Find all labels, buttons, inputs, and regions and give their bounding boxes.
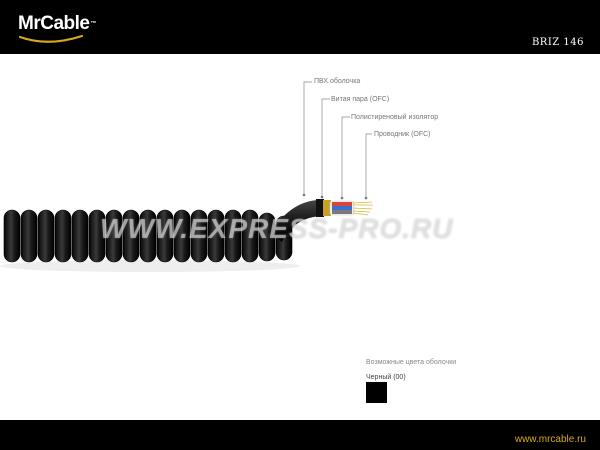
coil-turn (122, 209, 140, 263)
product-code: BRIZ 146 (531, 37, 584, 48)
coil-turn (3, 209, 21, 263)
color-swatch-label: Черный (00) (366, 374, 406, 381)
coiled-cable-image (0, 81, 373, 272)
layer-label-insulator: Полистиреновый изолятор (351, 114, 439, 121)
logo-trademark: ™ (90, 21, 96, 27)
coil-turn (156, 209, 174, 263)
logo-wordmark: MrCable (18, 13, 90, 34)
coil-turn (224, 209, 242, 263)
mrcable-logo[interactable]: MrCable™ (18, 12, 96, 46)
header-bar: MrCable™ BRIZ 146 (0, 0, 600, 54)
footer-bar: www.mrcable.ru (0, 420, 600, 450)
coil-turn (88, 209, 106, 263)
layer-label-twisted-pair: Витая пара (OFC) (331, 96, 390, 103)
coil-turn (139, 209, 157, 263)
logo-swoosh-icon (18, 34, 84, 43)
logo-text: MrCable™ (18, 12, 96, 36)
coil-turn (105, 209, 123, 263)
coil-turn (190, 209, 208, 263)
coil-turn (54, 209, 72, 263)
coil-turn (207, 209, 225, 263)
watermark: WWW.EXPRESS-PRO.RU (100, 213, 454, 244)
coil-turn (37, 209, 55, 263)
layer-label-conductor: Проводник (OFC) (374, 131, 431, 138)
coil-turn (241, 209, 259, 263)
colors-title: Возможные цвета оболочки (366, 359, 457, 366)
coil-turn (71, 209, 89, 263)
coil-turn (20, 209, 38, 263)
site-link[interactable]: www.mrcable.ru (514, 434, 586, 445)
layer-label-pvc-jacket: ПВХ оболочка (314, 78, 361, 85)
coil-turn (173, 209, 191, 263)
color-swatch-black[interactable] (366, 382, 387, 403)
